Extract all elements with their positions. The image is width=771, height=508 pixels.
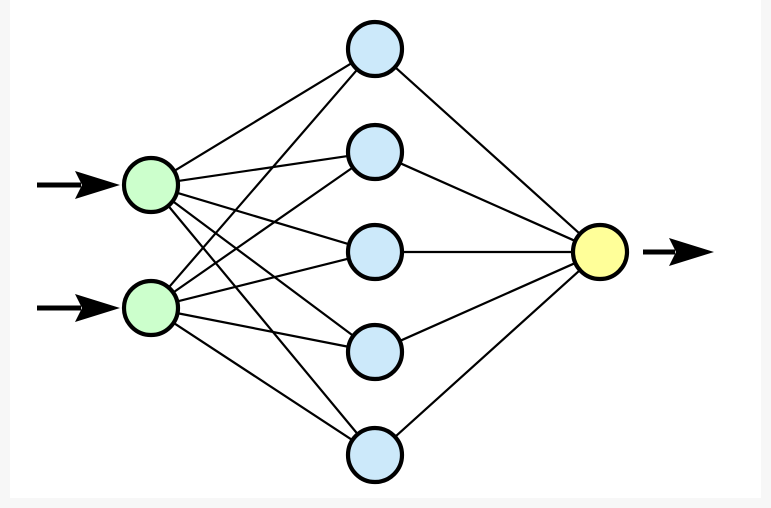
edge-i2-h1 [166,67,360,290]
arrow-in2 [37,294,120,322]
edge-i2-h5 [171,321,355,442]
node-hidden-1 [345,19,405,79]
edge-i1-h2 [175,154,351,183]
node-input-2 [121,278,181,338]
arrow-out1 [643,238,714,266]
nodes-group [121,19,630,485]
edge-i1-h4 [170,199,356,338]
edge-i1-h3 [174,191,352,246]
edge-h5-o1 [393,268,582,439]
arrows-group [37,171,714,322]
node-hidden-2 [345,122,405,182]
edge-i2-h2 [171,165,355,295]
node-input-1 [121,155,181,215]
edge-i2-h4 [175,311,351,349]
arrow-head-in1 [75,171,120,199]
node-hidden-4 [345,322,405,382]
arrow-in1 [37,171,120,199]
node-hidden-3 [345,222,405,282]
node-hidden-5 [345,425,405,485]
arrow-head-in2 [75,294,120,322]
edge-i1-h1 [172,61,354,173]
edges-group [166,61,582,442]
edge-h4-o1 [397,261,578,343]
node-output-1 [570,222,630,282]
edge-i2-h3 [175,257,351,303]
arrow-head-out1 [669,238,714,266]
edge-i1-h5 [166,203,360,437]
edge-h1-o1 [393,65,582,236]
edge-h2-o1 [397,161,578,243]
